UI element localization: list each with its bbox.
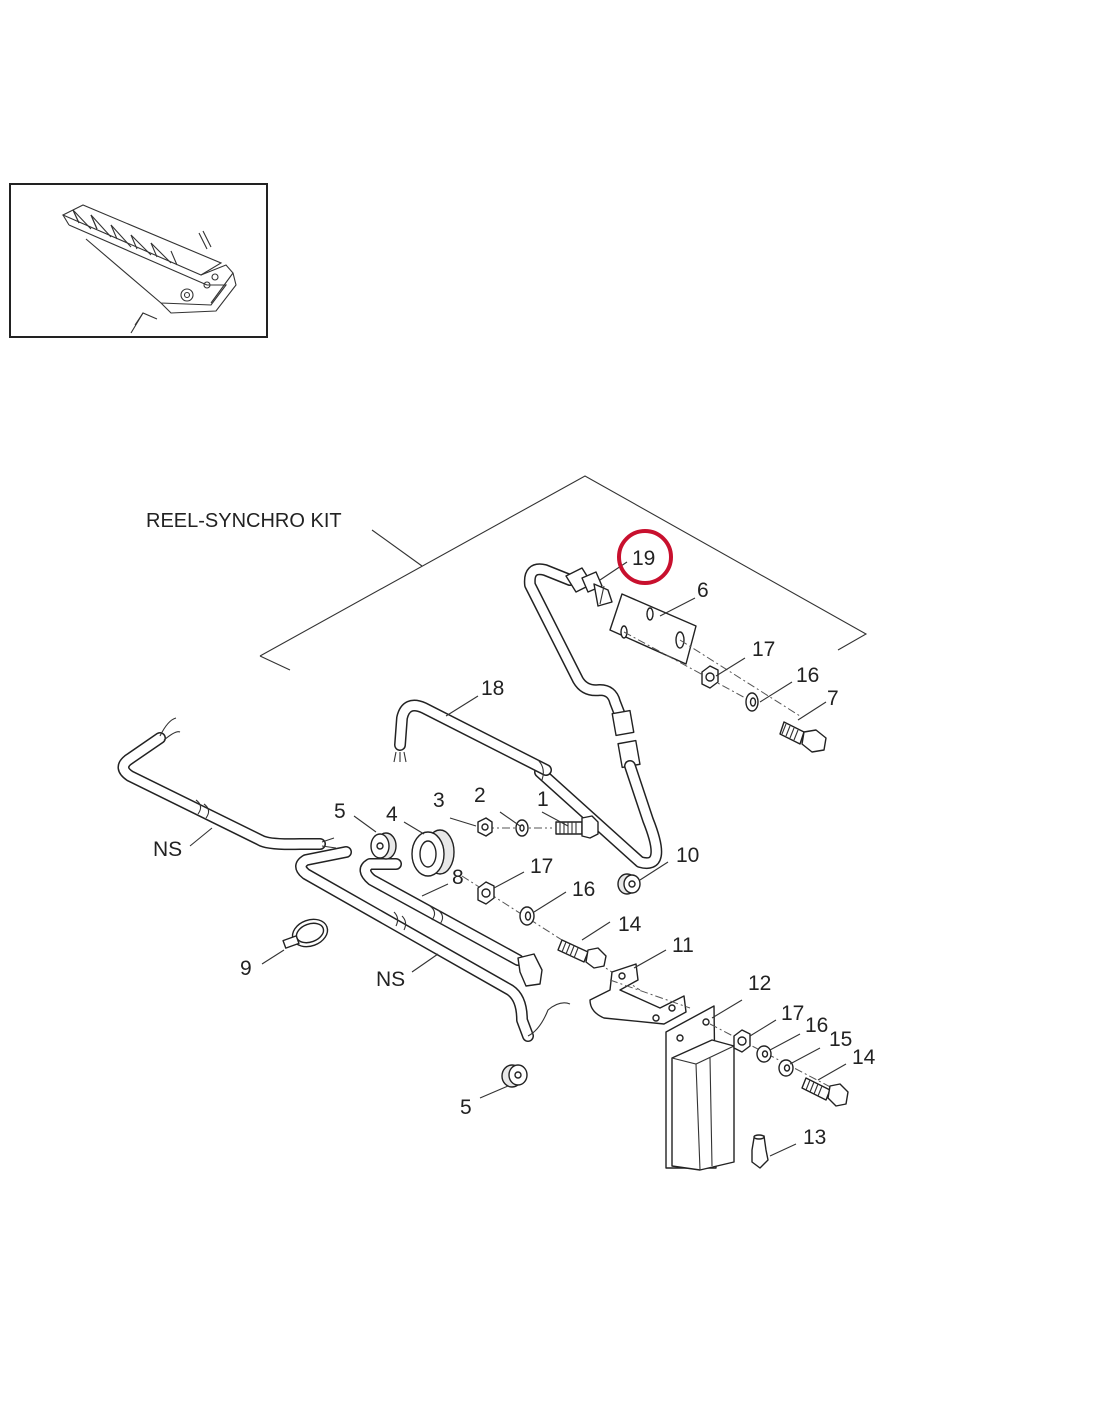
callout-ns[interactable]: NS [376,968,405,991]
callout-5[interactable]: 5 [460,1096,472,1119]
callout-17[interactable]: 17 [752,638,775,661]
overview-thumbnail [9,183,268,338]
ns-cable-lower [295,846,571,1042]
callout-16[interactable]: 16 [805,1014,828,1037]
part-18-cable [393,699,552,781]
callout-7[interactable]: 7 [827,687,839,710]
ns-cable-upper [117,717,337,851]
part-4-grommet [411,829,455,877]
callout-16[interactable]: 16 [572,878,595,901]
callout-15[interactable]: 15 [829,1028,852,1051]
part-7-bolt [779,721,827,753]
part-16-washer-mid [519,906,535,926]
part-5-grommet-top [370,832,397,860]
part-17-nut-mid [477,881,495,905]
callout-3[interactable]: 3 [433,789,445,812]
leader-lines [189,561,847,1157]
callout-14[interactable]: 14 [852,1046,876,1069]
combine-header-reel-icon [61,204,237,334]
hydraulic-pipe [523,563,663,870]
part-5-grommet-low [501,1064,528,1088]
callout-5[interactable]: 5 [334,800,346,823]
part-17-nut-top [701,665,719,689]
callout-ns[interactable]: NS [153,838,182,861]
part-15-washer [778,1059,794,1077]
part-16-washer-low [756,1045,772,1063]
part-19-fitting [565,567,613,607]
part-8-harness [359,858,543,987]
callout-10[interactable]: 10 [676,844,699,867]
callout-12[interactable]: 12 [748,972,771,995]
part-2-washer [515,819,529,837]
callout-9[interactable]: 9 [240,957,252,980]
callout-17[interactable]: 17 [781,1002,804,1025]
part-14-bolt-low [801,1077,849,1107]
highlight-circle-19 [617,529,673,585]
callout-18[interactable]: 18 [481,677,504,700]
callout-19[interactable]: 19 [632,547,655,570]
part-1-bolt [555,815,599,839]
part-13-grease-nipple [751,1134,769,1169]
part-17-nut-low [733,1029,751,1053]
kit-bracket [259,475,868,671]
callout-8[interactable]: 8 [452,866,464,889]
callout-16[interactable]: 16 [796,664,819,687]
callout-1[interactable]: 1 [537,788,549,811]
callout-6[interactable]: 6 [697,579,709,602]
part-14-bolt-mid [557,939,607,969]
callout-11[interactable]: 11 [672,934,694,957]
part-3-nut [477,817,493,837]
part-10-grommet [617,873,641,895]
part-16-washer-top [745,692,759,712]
part-12-guard [665,1005,735,1171]
callout-4[interactable]: 4 [386,803,398,826]
callout-13[interactable]: 13 [803,1126,826,1149]
part-11-bracket [589,963,687,1025]
part-9-clamp [282,918,329,949]
callout-2[interactable]: 2 [474,784,486,807]
callout-14[interactable]: 14 [618,913,642,936]
callout-17[interactable]: 17 [530,855,553,878]
kit-label: REEL-SYNCHRO KIT [146,510,342,532]
